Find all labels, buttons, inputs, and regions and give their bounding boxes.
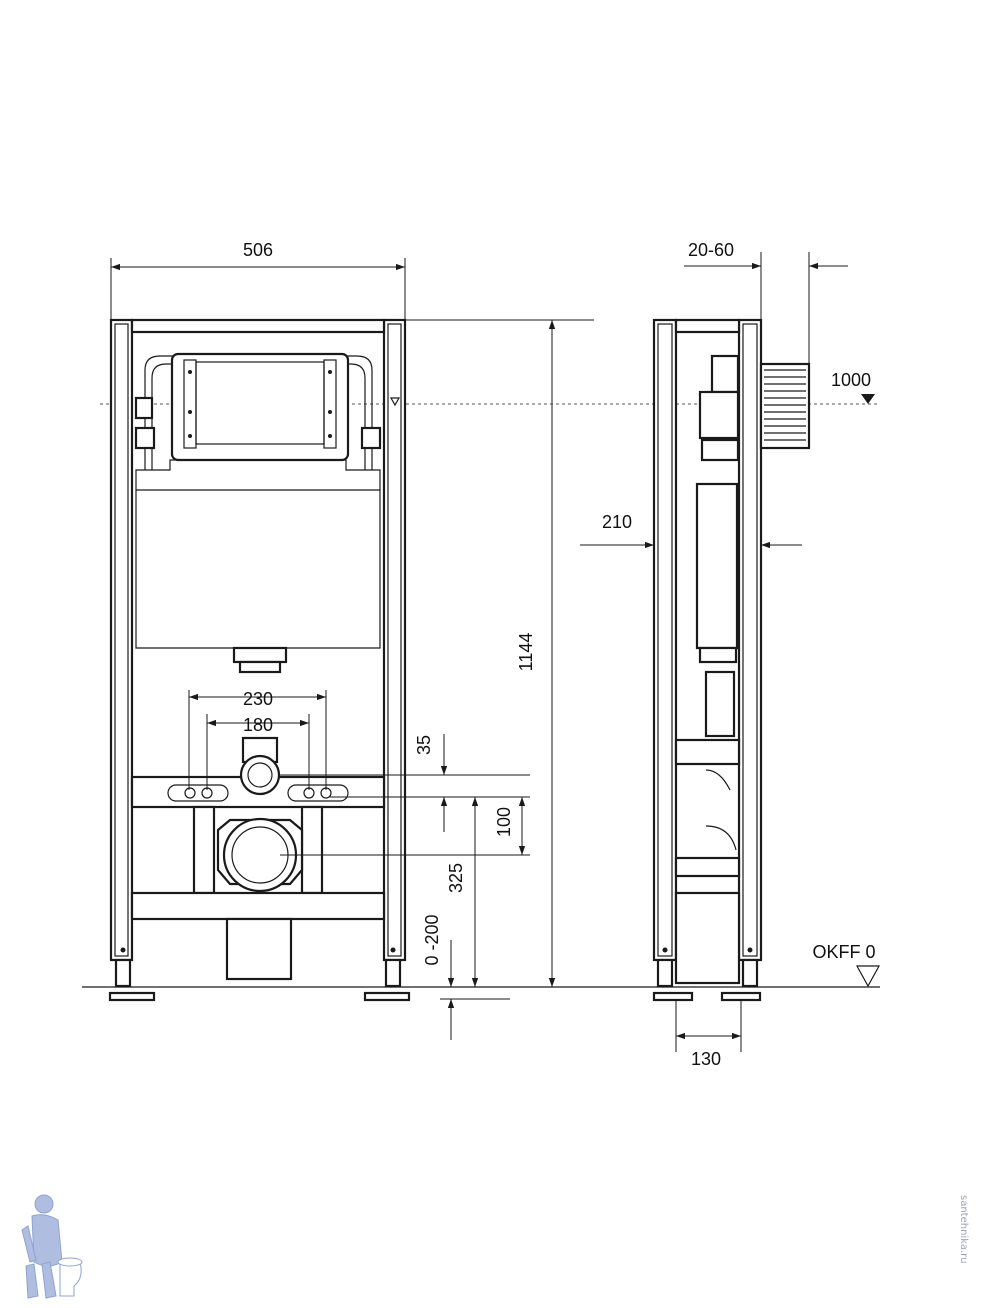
plumber-with-toilet-icon bbox=[21, 1194, 83, 1299]
watermark-text: santehnika.ru bbox=[958, 1195, 969, 1264]
inlet-pipe bbox=[239, 754, 281, 796]
dim-leg-adjust: 0 -200 bbox=[422, 914, 442, 965]
front-view bbox=[108, 318, 411, 1002]
dim-inlet-offset: 35 bbox=[414, 735, 434, 755]
wall-bracket bbox=[759, 362, 811, 450]
floor-level-marker bbox=[855, 965, 881, 988]
actuator-level-marker bbox=[861, 394, 875, 404]
side-front-post bbox=[652, 318, 678, 962]
dim-depth: 210 bbox=[602, 512, 632, 532]
side-view bbox=[652, 318, 811, 1002]
side-cistern bbox=[695, 482, 739, 650]
dim-foot-depth: 130 bbox=[691, 1049, 721, 1069]
watermark: santehnika.ru bbox=[957, 1195, 971, 1300]
left-foot bbox=[108, 991, 156, 1002]
right-post bbox=[382, 318, 407, 962]
drain-pipe bbox=[225, 917, 293, 981]
flush-plate-opening bbox=[170, 352, 350, 462]
level-marker-small bbox=[389, 397, 401, 407]
lower-rail bbox=[130, 891, 386, 921]
dim-bolt-outer: 230 bbox=[243, 689, 273, 709]
right-foot bbox=[363, 991, 411, 1002]
dimension-lines bbox=[110, 252, 848, 1052]
floor-label: OKFF 0 bbox=[812, 942, 875, 962]
dim-frame-width: 506 bbox=[243, 240, 273, 260]
dim-outlet-height: 325 bbox=[446, 863, 466, 893]
side-rear-post bbox=[737, 318, 763, 962]
dim-total-height: 1144 bbox=[516, 633, 536, 672]
cistern bbox=[135, 489, 381, 649]
dim-actuator-height: 1000 bbox=[831, 370, 871, 390]
top-rail bbox=[130, 318, 386, 334]
left-post bbox=[109, 318, 134, 962]
dim-outlet-offset: 100 bbox=[494, 807, 514, 837]
dim-wall-gap: 20-60 bbox=[688, 240, 734, 260]
dim-bolt-inner: 180 bbox=[243, 715, 273, 735]
